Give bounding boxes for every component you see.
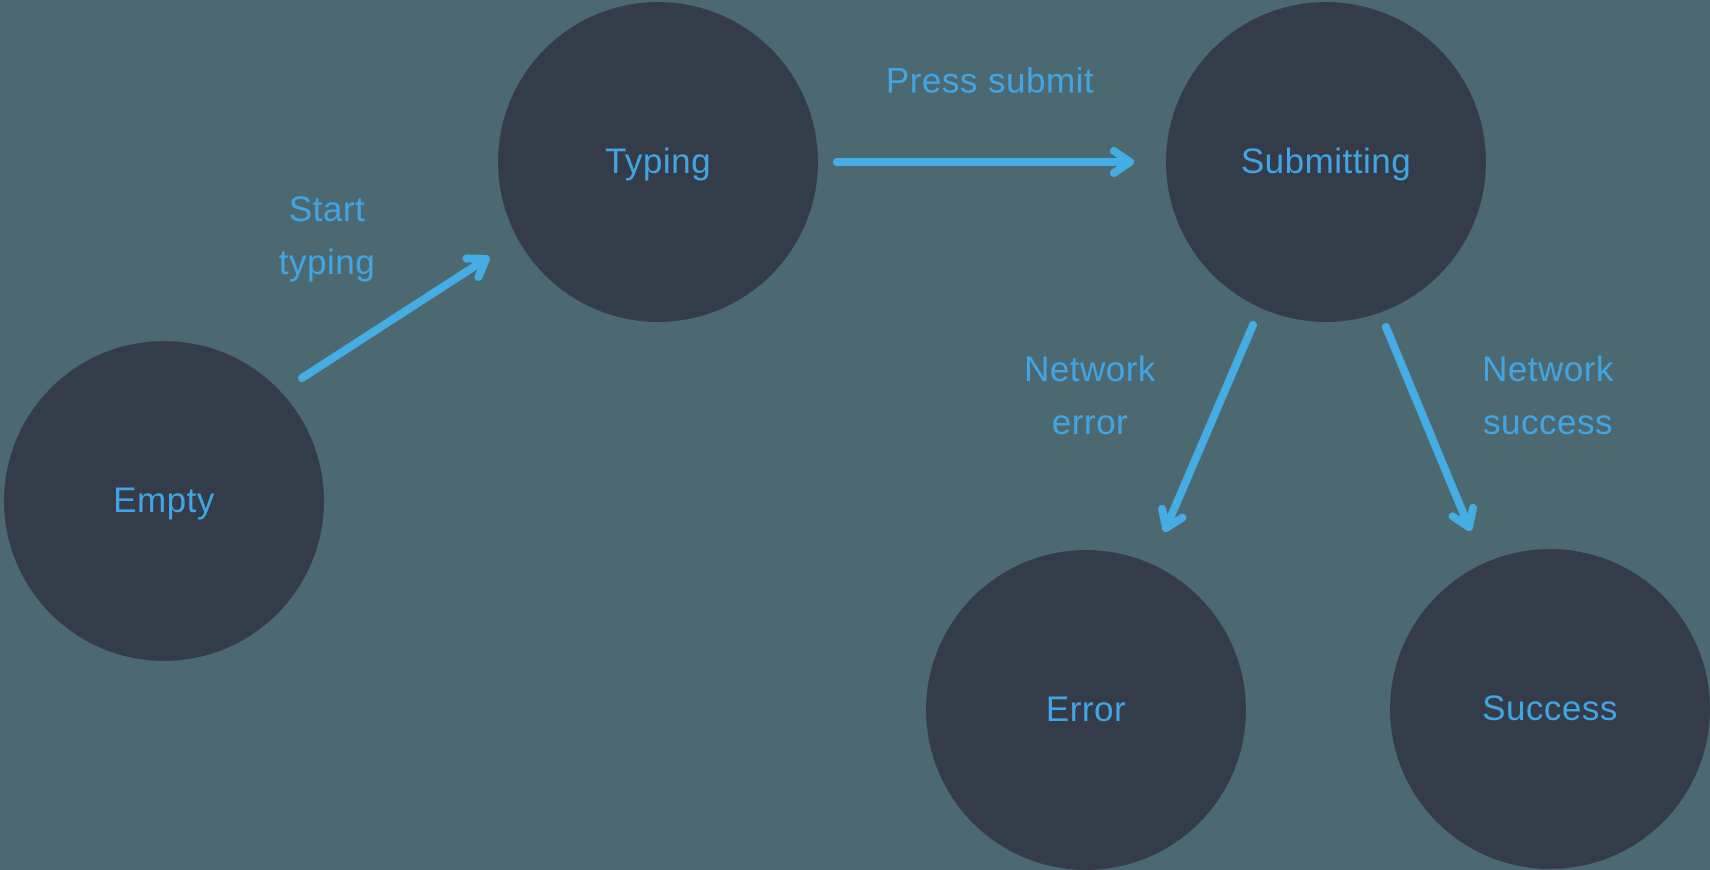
state-node-submitting: Submitting	[1166, 2, 1486, 322]
transition-label-network-error: Network error	[1024, 343, 1156, 449]
state-node-success: Success	[1390, 549, 1710, 869]
transition-label-start-typing: Start typing	[279, 183, 375, 289]
state-label-success: Success	[1482, 689, 1618, 728]
state-label-submitting: Submitting	[1240, 142, 1412, 181]
transition-label-network-success: Network success	[1482, 343, 1614, 449]
transition-label-line: Network	[1024, 350, 1156, 389]
state-node-error: Error	[926, 550, 1246, 870]
state-node-typing: Typing	[498, 2, 818, 322]
arrow-network-error	[1158, 321, 1257, 532]
state-node-empty: Empty	[4, 341, 324, 661]
transition-label-line: Network	[1482, 350, 1614, 389]
transition-label-line: Press submit	[885, 61, 1095, 101]
transition-label-press-submit: Press submit	[886, 55, 1094, 108]
state-label-error: Error	[1045, 690, 1127, 729]
state-label-empty: Empty	[113, 481, 215, 520]
transition-label-line: Start	[288, 190, 366, 229]
transition-label-line: error	[1051, 403, 1129, 442]
arrow-start-typing	[298, 254, 490, 382]
state-label-typing: Typing	[604, 142, 712, 181]
transition-label-line: success	[1483, 403, 1613, 442]
arrow-network-success	[1382, 323, 1478, 531]
transition-label-line: typing	[278, 243, 376, 282]
